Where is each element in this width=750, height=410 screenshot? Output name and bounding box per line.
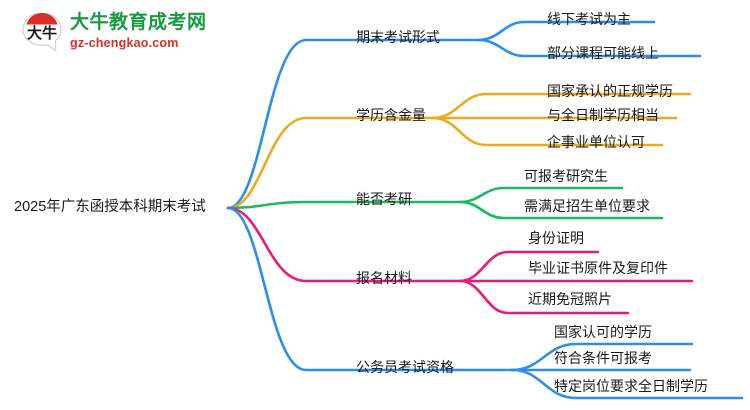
topic-label-5[interactable]: 公务员考试资格 bbox=[356, 359, 454, 375]
topic-label-3[interactable]: 能否考研 bbox=[356, 191, 412, 207]
mindmap-root-node[interactable]: 2025年广东函授本科期末考试 bbox=[14, 199, 206, 215]
logo-mark-icon: 大牛 bbox=[22, 12, 62, 52]
connector-group-5 bbox=[226, 206, 744, 400]
logo-text-block: 大牛教育成考网 gz-chengkao.com bbox=[70, 11, 210, 51]
trunk-path-4 bbox=[226, 206, 462, 283]
leaf-label-1-1[interactable]: 线下考试为主 bbox=[547, 11, 631, 27]
logo-brand-en: gz-chengkao.com bbox=[70, 36, 179, 50]
leaf-label-5-2[interactable]: 符合条件可报考 bbox=[554, 350, 652, 366]
trunk-path-3 bbox=[226, 200, 462, 210]
trunk-path-1 bbox=[226, 38, 480, 210]
topic-label-4[interactable]: 报名材料 bbox=[356, 270, 412, 286]
leaf-label-4-2[interactable]: 毕业证书原件及复印件 bbox=[528, 260, 668, 276]
leaf-label-3-1[interactable]: 可报考研究生 bbox=[524, 168, 608, 184]
leaf-label-1-2[interactable]: 部分课程可能线上 bbox=[547, 45, 659, 61]
leaf-label-3-2[interactable]: 需满足招生单位要求 bbox=[524, 198, 650, 214]
site-logo: 大牛 大牛教育成考网 gz-chengkao.com bbox=[18, 8, 208, 60]
trunk-path-5 bbox=[226, 206, 514, 372]
svg-text:大牛: 大牛 bbox=[27, 24, 57, 42]
leaf-label-2-3[interactable]: 企事业单位认可 bbox=[547, 134, 645, 150]
topic-label-2[interactable]: 学历含金量 bbox=[356, 107, 426, 123]
leaf-label-4-1[interactable]: 身份证明 bbox=[528, 230, 584, 246]
leaf-label-4-3[interactable]: 近期免冠照片 bbox=[528, 291, 612, 307]
topic-label-1[interactable]: 期末考试形式 bbox=[356, 29, 440, 45]
leaf-label-5-1[interactable]: 国家认可的学历 bbox=[554, 324, 652, 340]
leaf-label-5-3[interactable]: 特定岗位要求全日制学历 bbox=[554, 378, 708, 394]
logo-brand-cn: 大牛教育成考网 bbox=[70, 12, 207, 33]
leaf-label-2-1[interactable]: 国家承认的正规学历 bbox=[547, 83, 673, 99]
leaf-label-2-2[interactable]: 与全日制学历相当 bbox=[547, 107, 659, 123]
